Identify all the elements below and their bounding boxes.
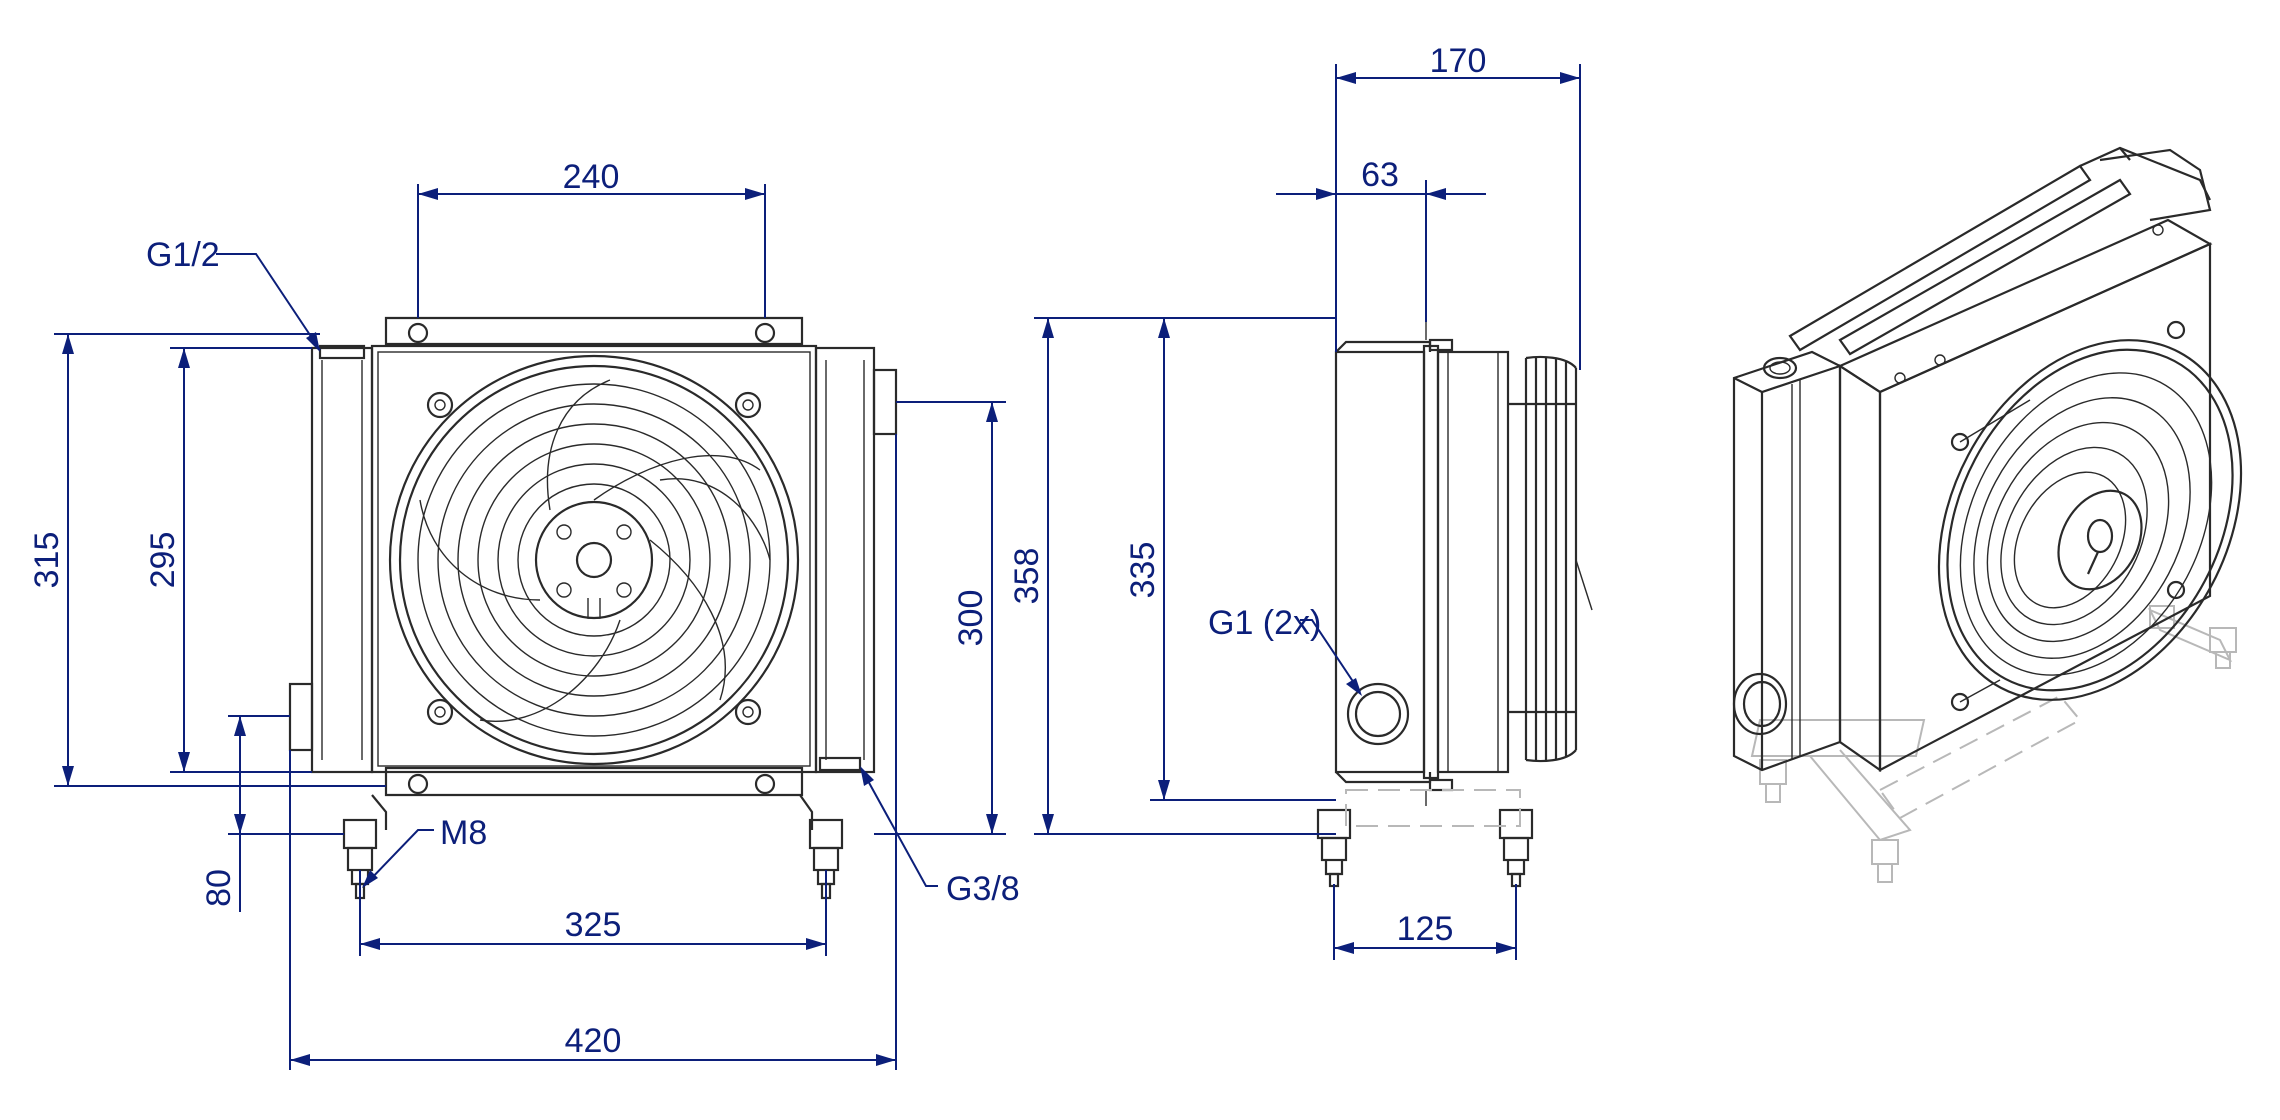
- drain-port: [818, 756, 862, 772]
- callout-g1-2x: G1 (2x): [1208, 604, 1321, 642]
- dim-358: 358: [1008, 548, 1046, 605]
- iso-plate-top: [1837, 218, 2213, 394]
- bracket-hole: [754, 322, 776, 344]
- side-foot-right: [1498, 808, 1534, 888]
- dim-300: 300: [952, 590, 990, 647]
- dim-125: 125: [1397, 910, 1454, 948]
- iso-top-rail: [1788, 164, 2092, 352]
- dim-335: 335: [1124, 542, 1162, 599]
- dim-315: 315: [28, 532, 66, 589]
- dim-295: 295: [144, 532, 182, 589]
- iso-top-port: [1762, 356, 1798, 380]
- front-view: [288, 316, 898, 900]
- left-tank: [310, 346, 374, 774]
- bracket-hole: [407, 322, 429, 344]
- iso-left-tank: [1732, 350, 1842, 772]
- isometric-view: [1732, 146, 2243, 883]
- side-guard: [1508, 355, 1593, 763]
- callout-g3-8: G3/8: [946, 870, 1020, 908]
- iso-side-port: [1732, 672, 1788, 736]
- iso-plate-face: [1878, 242, 2212, 772]
- left-port: [288, 682, 314, 752]
- iso-top-ear: [2099, 148, 2212, 222]
- bracket-hole: [407, 773, 429, 795]
- fan-guard: [388, 354, 800, 766]
- side-flange: [1422, 344, 1440, 780]
- side-bottom-bolt: [1428, 778, 1454, 792]
- right-port: [872, 368, 898, 436]
- callout-m8: M8: [440, 814, 487, 852]
- dim-80: 80: [200, 869, 238, 907]
- iso-base-ghost: [1750, 605, 2237, 883]
- fan-hub: [534, 500, 654, 620]
- fan-plate: [370, 344, 818, 774]
- front-dimensions: 240 315 295 300 80 325 420 G1/2 M8 G3/8: [28, 158, 1020, 1070]
- dim-170: 170: [1430, 42, 1487, 80]
- dim-63: 63: [1361, 156, 1399, 194]
- side-top-bolt: [1428, 338, 1454, 352]
- side-fan-housing: [1436, 350, 1510, 774]
- iso-fan-hub: [2057, 489, 2143, 591]
- side-main-port: [1346, 682, 1410, 746]
- dim-240: 240: [563, 158, 620, 196]
- dim-420: 420: [565, 1022, 622, 1060]
- side-foot-left: [1316, 808, 1352, 888]
- iso-plate-side: [1838, 363, 1882, 773]
- bracket-hole: [754, 773, 776, 795]
- side-dimensions: 170 63 358 335 125 G1 (2x): [1008, 42, 1581, 960]
- dim-325: 325: [565, 906, 622, 944]
- plate-screws: [426, 391, 762, 726]
- right-tank: [814, 346, 876, 774]
- front-foot-right: [799, 794, 844, 900]
- iso-fan-guard: [1937, 339, 2243, 703]
- top-bracket: [384, 316, 804, 346]
- callout-g1-2: G1/2: [146, 236, 220, 274]
- side-view: [1316, 322, 1593, 888]
